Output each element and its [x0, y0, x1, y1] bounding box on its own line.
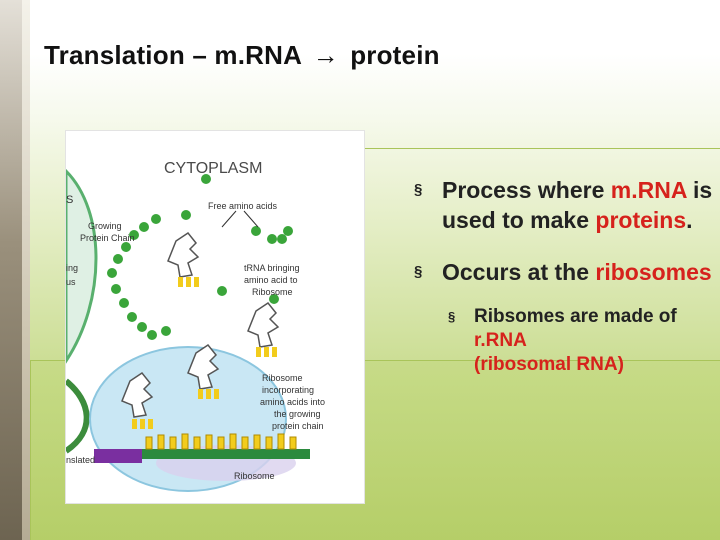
label-trna-1: tRNA bringing [244, 263, 300, 273]
title-right: protein [350, 40, 440, 70]
label-cytoplasm: CYTOPLASM [164, 160, 262, 177]
label-left-ing: ing [66, 263, 78, 273]
bullet-marker-icon: § [414, 175, 422, 205]
divider-horizontal-top [364, 148, 720, 149]
bullet-text: . [686, 207, 692, 233]
bullet-ribosomes: § Occurs at the ribosomes [414, 257, 714, 287]
label-growing-1: Growing [88, 221, 122, 231]
mrna-strand-purple [94, 449, 142, 463]
label-ribosome-inc-2: incorporating [262, 385, 314, 395]
bullet-highlight-ribosomes: ribosomes [595, 259, 711, 285]
label-ribosome-inc-5: protein chain [272, 421, 324, 431]
slide-title: Translation – m.RNA → protein [44, 40, 440, 71]
translation-diagram: CYTOPLASM Free amino acids Growing Prote… [66, 131, 364, 503]
left-stripe [0, 0, 22, 540]
arrow-icon: → [313, 40, 339, 71]
label-left-nslated: nslated [66, 455, 95, 465]
left-stripe-inner [22, 0, 30, 540]
bullet-text: Occurs at the [442, 259, 589, 285]
label-ribosome-inc-3: amino acids into [260, 397, 325, 407]
sub-bullet-marker-icon: § [448, 305, 455, 329]
label-trna-2: amino acid to [244, 275, 298, 285]
bullet-marker-icon: § [414, 257, 422, 287]
bullet-highlight-mrna: m.RNA [611, 177, 687, 203]
bullet-rrna: § Ribsomes are made of r.RNA (ribosomal … [414, 305, 714, 377]
label-free-amino: Free amino acids [208, 201, 278, 211]
label-trna-3: Ribosome [252, 287, 293, 297]
label-growing-2: Protein Chain [80, 233, 135, 243]
label-left-s: S [66, 194, 73, 206]
label-ribosome: Ribosome [234, 471, 275, 481]
title-left: Translation – m.RNA [44, 40, 301, 70]
label-ribosome-inc-4: the growing [274, 409, 321, 419]
bullet-text: Ribsomes are made of [474, 306, 677, 327]
bullet-highlight-proteins: proteins [595, 207, 686, 233]
bullet-highlight-ribosomal: (ribosomal RNA) [474, 354, 624, 375]
label-ribosome-inc-1: Ribosome [262, 373, 303, 383]
label-left-us: us [66, 277, 76, 287]
bullet-process: § Process where m.RNA is used to make pr… [414, 175, 714, 235]
nucleus-membrane [66, 381, 87, 451]
bullet-highlight-rrna: r.RNA [474, 330, 527, 351]
translation-figure: CYTOPLASM Free amino acids Growing Prote… [66, 131, 364, 503]
bullet-text: Process where [442, 177, 604, 203]
divider-vertical [30, 360, 31, 540]
label-pointer-lines [222, 211, 258, 227]
bullet-list: § Process where m.RNA is used to make pr… [414, 175, 714, 377]
mrna-strand-green [142, 449, 310, 459]
